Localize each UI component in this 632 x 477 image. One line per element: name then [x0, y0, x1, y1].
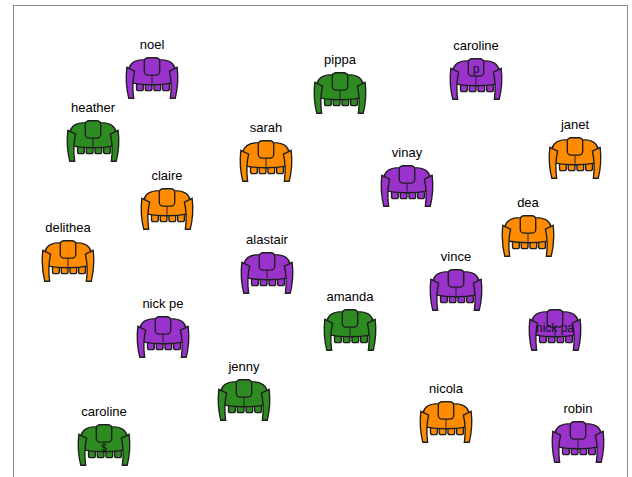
- person-name: heather: [63, 100, 123, 116]
- person-figure: vince: [426, 249, 486, 317]
- person-name: nick pe: [133, 296, 193, 312]
- person-figure: alastair: [237, 232, 297, 300]
- person-figure: heather: [63, 100, 123, 168]
- figure: [546, 133, 604, 183]
- figure: [123, 53, 181, 103]
- figure-mark: p: [446, 62, 506, 76]
- person-figure: dea: [498, 195, 558, 263]
- person-figure: claire: [137, 168, 197, 236]
- figure: [39, 236, 97, 286]
- person-figure: nick pe: [133, 296, 193, 364]
- figure-mark: s: [74, 440, 134, 454]
- figure: [499, 211, 557, 261]
- person-figure: amanda: [320, 289, 380, 357]
- person-name: delithea: [38, 220, 98, 236]
- person-figure: noel: [122, 37, 182, 105]
- person-figure: sarah: [236, 120, 296, 188]
- person-name: caroline: [74, 404, 134, 420]
- person-figure: janet: [545, 117, 605, 185]
- person-name: noel: [122, 37, 182, 53]
- figure: [215, 375, 273, 425]
- person-figure: delithea: [38, 220, 98, 288]
- person-name: vinay: [377, 145, 437, 161]
- person-figure: nick pa: [525, 289, 585, 357]
- person-figure: nicola: [416, 381, 476, 449]
- person-name: sarah: [236, 120, 296, 136]
- person-figure: pippa: [310, 52, 370, 120]
- figure: [138, 184, 196, 234]
- person-figure: vinay: [377, 145, 437, 213]
- figure-mark: nick pa: [525, 321, 585, 335]
- figure: [427, 265, 485, 315]
- border: [14, 6, 628, 477]
- person-name: dea: [498, 195, 558, 211]
- person-name: vince: [426, 249, 486, 265]
- figure: [321, 305, 379, 355]
- person-figure: jenny: [214, 359, 274, 427]
- person-name: alastair: [237, 232, 297, 248]
- person-figure: caroline s: [74, 404, 134, 472]
- person-name: nicola: [416, 381, 476, 397]
- person-name: amanda: [320, 289, 380, 305]
- figure: [134, 312, 192, 362]
- figure: [417, 397, 475, 447]
- figure: [447, 54, 505, 104]
- figure: [238, 248, 296, 298]
- person-name: janet: [545, 117, 605, 133]
- person-name: caroline: [446, 38, 506, 54]
- figure: [64, 116, 122, 166]
- figure: [237, 136, 295, 186]
- figure: [549, 417, 607, 467]
- figure: [378, 161, 436, 211]
- person-name: pippa: [310, 52, 370, 68]
- figure: [311, 68, 369, 118]
- person-figure: caroline p: [446, 38, 506, 106]
- person-name: claire: [137, 168, 197, 184]
- person-name: robin: [548, 401, 608, 417]
- person-figure: robin: [548, 401, 608, 469]
- person-name: jenny: [214, 359, 274, 375]
